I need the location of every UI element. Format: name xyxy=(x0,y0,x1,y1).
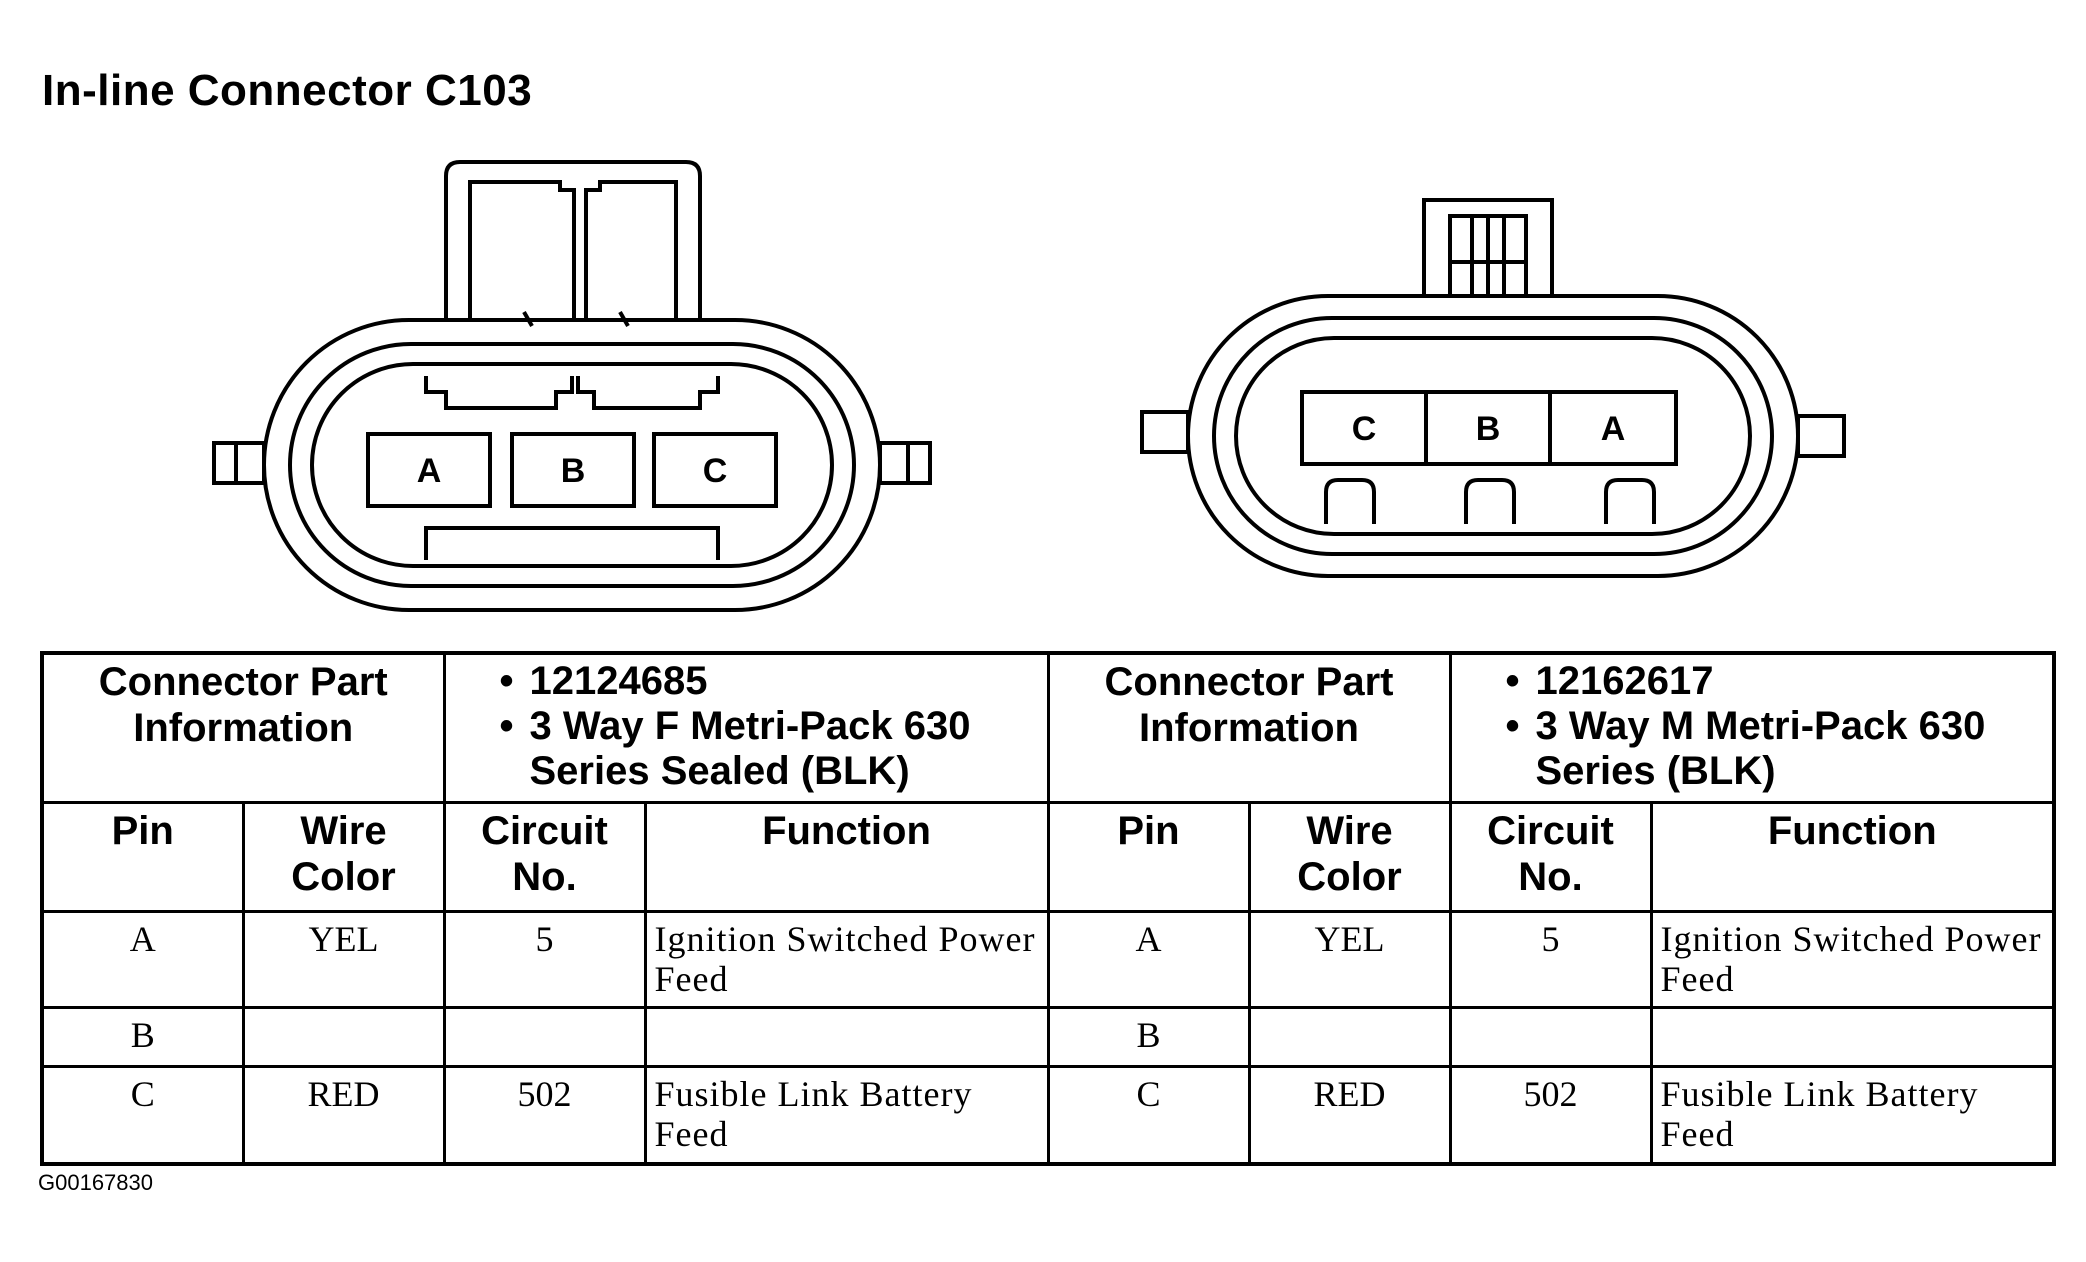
circuit-cell: 5 xyxy=(1448,909,1653,1010)
table-row: C RED 502 Fusible Link Battery Feed C RE… xyxy=(40,1064,2056,1166)
pin-cell: B xyxy=(1046,1006,1251,1068)
function-cell: Fusible Link Battery Feed xyxy=(1649,1064,2056,1166)
female-connector-drawing xyxy=(212,160,932,612)
function-cell xyxy=(1649,1006,2056,1068)
column-header-wire-color: Wire Color xyxy=(241,800,446,913)
part-numbers: 12124685 3 Way F Metri-Pack 630 Series S… xyxy=(442,651,1050,804)
function-cell xyxy=(643,1006,1050,1068)
circuit-cell: 502 xyxy=(442,1064,647,1166)
column-header-circuit-no: Circuit No. xyxy=(1448,800,1653,913)
wire-color-cell xyxy=(241,1006,446,1068)
circuit-cell xyxy=(442,1006,647,1068)
female-cavity-c xyxy=(652,432,778,508)
male-connector-drawing xyxy=(1140,198,1846,578)
part-description: 3 Way F Metri-Pack 630 Series Sealed (BL… xyxy=(500,704,1037,794)
pin-cell: A xyxy=(1046,909,1251,1010)
female-cavity-a xyxy=(366,432,492,508)
part-number: 12124685 xyxy=(500,659,1037,704)
column-header-pin: Pin xyxy=(1046,800,1251,913)
column-header-circuit-no: Circuit No. xyxy=(442,800,647,913)
connector-info-table: Connector Part Information 12124685 3 Wa… xyxy=(40,651,2056,1166)
female-cavity-label: B xyxy=(561,452,586,490)
part-description: 3 Way M Metri-Pack 630 Series (BLK) xyxy=(1506,704,2043,794)
part-info-label: Connector Part Information xyxy=(40,651,446,804)
part-number: 12162617 xyxy=(1506,659,2043,704)
wire-color-cell: RED xyxy=(1247,1064,1452,1166)
part-info-row: Connector Part Information 12124685 3 Wa… xyxy=(40,651,2056,804)
part-numbers: 12162617 3 Way M Metri-Pack 630 Series (… xyxy=(1448,651,2056,804)
pin-cell: B xyxy=(40,1006,245,1068)
diagram-title: In-line Connector C103 xyxy=(42,66,533,115)
function-cell: Ignition Switched Power Feed xyxy=(1649,909,2056,1010)
column-header-row: Pin Wire Color Circuit No. Function Pin … xyxy=(40,800,2056,913)
function-cell: Fusible Link Battery Feed xyxy=(643,1064,1050,1166)
female-cavity-b xyxy=(510,432,636,508)
column-header-function: Function xyxy=(1649,800,2056,913)
part-info-label: Connector Part Information xyxy=(1046,651,1452,804)
column-header-wire-color: Wire Color xyxy=(1247,800,1452,913)
wire-color-cell: RED xyxy=(241,1064,446,1166)
wire-color-cell: YEL xyxy=(1247,909,1452,1010)
circuit-cell: 5 xyxy=(442,909,647,1010)
male-cavity-label: B xyxy=(1476,410,1501,448)
table-row: A YEL 5 Ignition Switched Power Feed A Y… xyxy=(40,909,2056,1010)
wire-color-cell: YEL xyxy=(241,909,446,1010)
pin-cell: C xyxy=(1046,1064,1251,1166)
pin-cell: C xyxy=(40,1064,245,1166)
female-cavity-label: A xyxy=(417,452,442,490)
function-cell: Ignition Switched Power Feed xyxy=(643,909,1050,1010)
female-cavity-label: C xyxy=(703,452,728,490)
column-header-pin: Pin xyxy=(40,800,245,913)
pin-cell: A xyxy=(40,909,245,1010)
male-cavity-label: C xyxy=(1352,410,1377,448)
male-cavity-label: A xyxy=(1601,410,1626,448)
connector-drawings: A B C C B A xyxy=(212,160,1846,612)
figure-code: G00167830 xyxy=(38,1170,153,1195)
circuit-cell: 502 xyxy=(1448,1064,1653,1166)
circuit-cell xyxy=(1448,1006,1653,1068)
table-row: B B xyxy=(40,1006,2056,1068)
wire-color-cell xyxy=(1247,1006,1452,1068)
column-header-function: Function xyxy=(643,800,1050,913)
